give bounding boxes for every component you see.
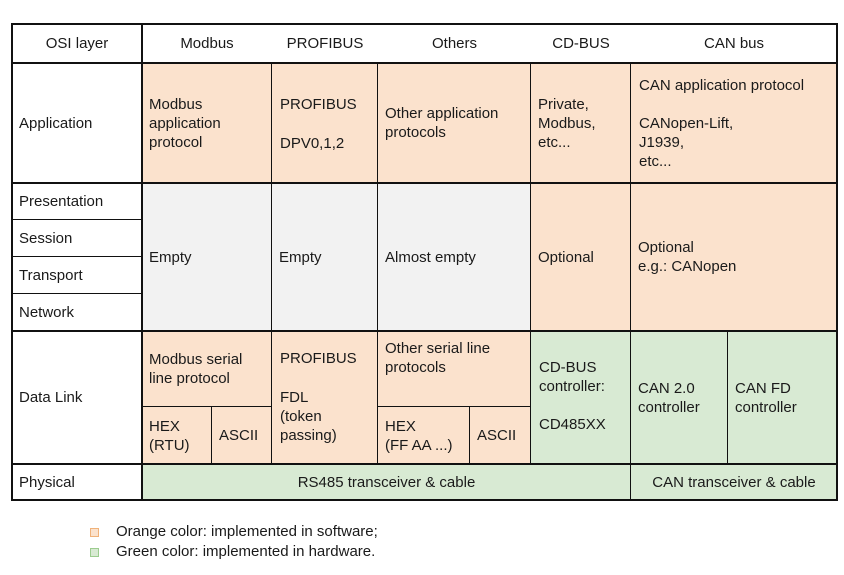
dl-profibus-title: PROFIBUS <box>280 350 357 367</box>
legend-software-label: Orange color: implemented in software; <box>116 523 378 540</box>
dl-cdbus: CD-BUS controller: CD485XX <box>531 331 631 464</box>
layer-network: Network <box>12 294 142 331</box>
grid-line <box>836 23 838 501</box>
app-others: Other application protocols <box>378 63 531 183</box>
legend-hardware: Green color: implemented in hardware. <box>90 543 375 561</box>
grid-line <box>11 330 838 332</box>
grid-line <box>11 62 838 64</box>
grid-line <box>377 62 378 464</box>
app-canbus-title: CAN application protocol <box>639 77 805 94</box>
layer-physical: Physical <box>12 464 142 500</box>
dl-cdbus-sub: CD485XX <box>539 416 606 433</box>
phy-can: CAN transceiver & cable <box>631 464 837 500</box>
grid-line <box>142 406 272 407</box>
grid-line <box>211 406 212 464</box>
grid-line <box>11 23 838 25</box>
grid-line <box>11 23 13 501</box>
grid-line <box>11 499 838 501</box>
header-osi-layer: OSI layer <box>12 24 142 63</box>
app-profibus: PROFIBUS DPV0,1,2 <box>272 63 378 183</box>
layer-application: Application <box>12 63 142 183</box>
dl-modbus-ascii: ASCII <box>212 407 272 464</box>
dl-can20: CAN 2.0 controller <box>631 331 728 464</box>
grid-line <box>11 219 142 220</box>
dl-others-ascii: ASCII <box>470 407 531 464</box>
header-modbus: Modbus <box>142 24 272 63</box>
header-canbus: CAN bus <box>631 24 837 63</box>
grid-line <box>271 62 272 464</box>
dl-others-protocols: Other serial line protocols <box>378 331 531 407</box>
app-canbus: CAN application protocol CANopen-Lift, J… <box>631 63 837 183</box>
dl-modbus-protocol: Modbus serial line protocol <box>142 331 272 407</box>
dl-others-hex: HEX (FF AA ...) <box>378 407 470 464</box>
legend-software: Orange color: implemented in software; <box>90 523 378 541</box>
app-cdbus: Private, Modbus, etc... <box>531 63 631 183</box>
app-profibus-sub: DPV0,1,2 <box>280 135 345 152</box>
grid-line <box>11 182 838 184</box>
layer-session: Session <box>12 220 142 257</box>
dl-cdbus-title: CD-BUS controller: <box>539 359 605 395</box>
grid-line <box>469 406 470 464</box>
dl-modbus-hex: HEX (RTU) <box>142 407 212 464</box>
layer-transport: Transport <box>12 257 142 294</box>
mid-cdbus: Optional <box>531 183 631 331</box>
grid-line <box>530 62 531 464</box>
grid-line <box>11 256 142 257</box>
orange-square-icon <box>90 527 99 537</box>
layer-data-link: Data Link <box>12 331 142 464</box>
dl-canfd: CAN FD controller <box>728 331 837 464</box>
grid-line <box>727 331 728 464</box>
header-profibus: PROFIBUS <box>272 24 378 63</box>
grid-line <box>11 463 838 465</box>
grid-line <box>11 293 142 294</box>
dl-profibus-sub: FDL (token passing) <box>280 389 337 444</box>
green-square-icon <box>90 547 99 557</box>
header-cdbus: CD-BUS <box>531 24 631 63</box>
grid-line <box>378 406 531 407</box>
app-canbus-sub: CANopen-Lift, J1939, etc... <box>639 115 734 170</box>
app-modbus: Modbus application protocol <box>142 63 272 183</box>
mid-profibus: Empty <box>272 183 378 331</box>
legend-hardware-label: Green color: implemented in hardware. <box>116 543 376 560</box>
layer-presentation: Presentation <box>12 183 142 220</box>
grid-line <box>630 62 631 500</box>
grid-line <box>141 23 143 501</box>
mid-modbus: Empty <box>142 183 272 331</box>
dl-profibus: PROFIBUS FDL (token passing) <box>272 331 378 464</box>
mid-canbus: Optional e.g.: CANopen <box>631 183 837 331</box>
phy-rs485: RS485 transceiver & cable <box>142 464 631 500</box>
header-others: Others <box>378 24 531 63</box>
app-profibus-title: PROFIBUS <box>280 96 357 113</box>
mid-others: Almost empty <box>378 183 531 331</box>
